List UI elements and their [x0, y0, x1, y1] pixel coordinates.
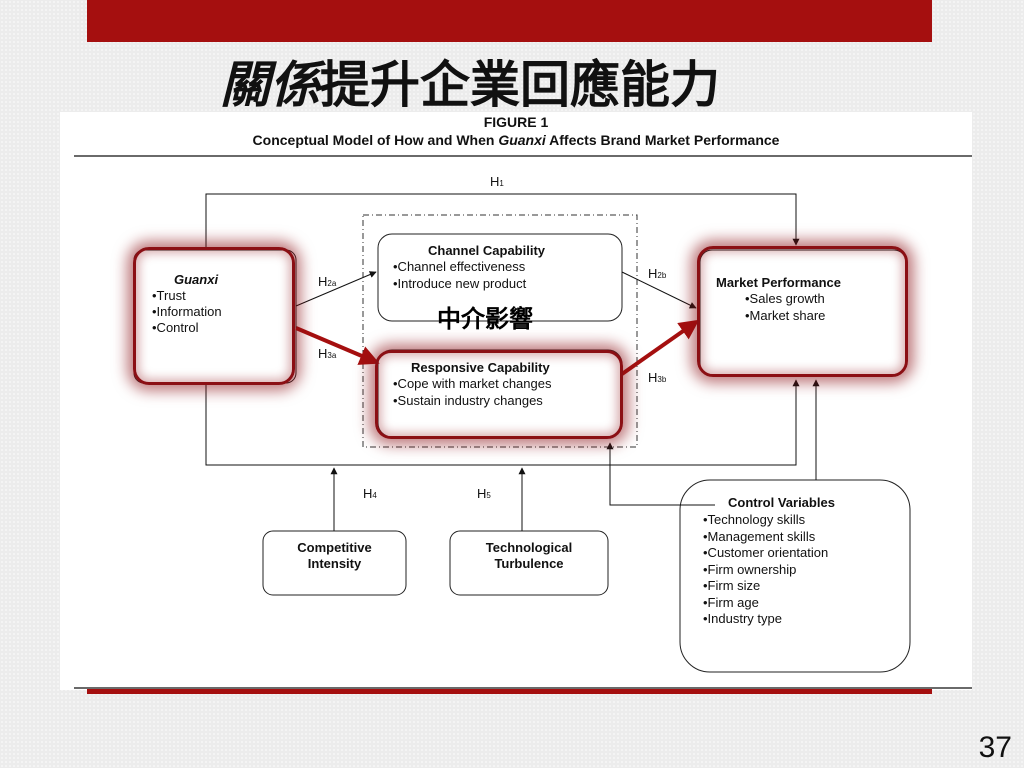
h1-label: H1 — [490, 174, 504, 189]
responsive-capability-highlight — [375, 350, 623, 439]
responsive-capability-item: •Sustain industry changes — [393, 393, 543, 408]
guanxi-highlight — [133, 247, 295, 385]
guanxi-item: •Control — [152, 320, 199, 335]
h3b-arrow — [620, 319, 700, 376]
technological-turbulence-line2: Turbulence — [494, 556, 564, 571]
caption-suffix: Affects Brand Market Performance — [545, 132, 780, 148]
mediation-effect-label: 中介影響 — [437, 305, 533, 333]
h3a-label: H3a — [318, 346, 337, 361]
h1-arrow — [205, 193, 800, 250]
control-variables-item: •Firm size — [703, 578, 761, 593]
control-to-responsive-arrow — [606, 442, 715, 506]
guanxi-item: •Information — [152, 304, 222, 319]
control-variables-item: •Management skills — [703, 528, 816, 544]
market-performance-title: Market Performance — [716, 275, 841, 290]
h2a-label: H2a — [318, 274, 337, 289]
caption-prefix: Conceptual Model of How and When — [252, 132, 499, 148]
responsive-capability-title: Responsive Capability — [411, 360, 550, 375]
technological-turbulence-line1: Technological — [485, 540, 573, 555]
guanxi-item: •Trust — [152, 288, 186, 303]
control-variables-item: •Firm age — [703, 594, 759, 610]
control-variables-item: •Technology skills — [703, 512, 806, 527]
technological-turbulence-box — [449, 530, 609, 596]
h2a-arrow — [295, 271, 377, 307]
guanxi-title: Guanxi — [174, 272, 219, 287]
slide-title-italic: 關係 — [220, 56, 320, 114]
control-variables-item: •Firm ownership — [703, 561, 797, 577]
control-variables-box — [679, 479, 911, 673]
responsive-capability-item: •Cope with market changes — [393, 376, 552, 391]
slide-title: 關係提升企業回應能力 — [220, 52, 820, 118]
channel-capability-item: •Channel effectiveness — [393, 259, 526, 274]
market-performance-highlight — [697, 246, 908, 377]
h2b-arrow — [621, 271, 697, 309]
control-variables-item: •Customer orientation — [703, 545, 829, 560]
control-variables-title: Control Variables — [728, 495, 835, 510]
figure-caption: Conceptual Model of How and When Guanxi … — [60, 132, 972, 148]
h3b-label: H3b — [648, 370, 667, 385]
conceptual-model-figure: FIGURE 1 Conceptual Model of How and Whe… — [60, 112, 972, 690]
top-accent-bar — [87, 0, 932, 42]
competitive-intensity-line2: Intensity — [307, 556, 362, 571]
channel-capability-title: Channel Capability — [428, 243, 546, 258]
page-number: 37 — [978, 731, 1012, 764]
h2b-label: H2b — [648, 266, 667, 281]
market-performance-item: •Market share — [745, 308, 826, 323]
competitive-intensity-line1: Competitive — [297, 540, 372, 555]
market-performance-item: •Sales growth — [745, 291, 825, 306]
slide-title-rest: 提升企業回應能力 — [320, 56, 720, 114]
mediator-dashed-box — [362, 214, 638, 448]
moderation-loop-arrow — [205, 379, 800, 466]
h3a-arrow — [295, 326, 380, 365]
diagram-lines — [74, 155, 972, 689]
channel-capability-item: •Introduce new product — [393, 276, 527, 291]
figure-number: FIGURE 1 — [483, 114, 549, 130]
caption-italic: Guanxi — [498, 132, 546, 148]
h4-label: H4 — [363, 486, 377, 501]
control-variables-item: •Industry type — [703, 611, 782, 626]
bottom-accent-bar — [87, 689, 932, 694]
h5-label: H5 — [477, 486, 491, 501]
channel-capability-box — [377, 233, 623, 322]
